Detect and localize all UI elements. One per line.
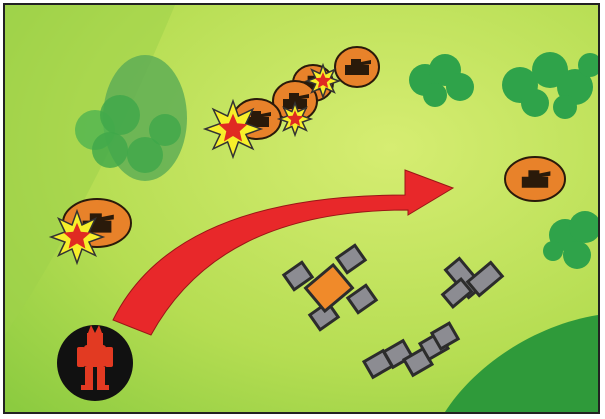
explosion-icon xyxy=(205,101,261,157)
map-canvas xyxy=(5,5,598,412)
tactical-map xyxy=(3,3,600,414)
enemy-tank-marker[interactable] xyxy=(335,47,379,87)
explosion-icon xyxy=(307,65,339,97)
explosion-icon xyxy=(279,103,311,135)
player-unit-marker[interactable] xyxy=(57,325,133,401)
explosion-icon xyxy=(51,211,103,263)
enemy-tank-marker[interactable] xyxy=(505,157,565,201)
